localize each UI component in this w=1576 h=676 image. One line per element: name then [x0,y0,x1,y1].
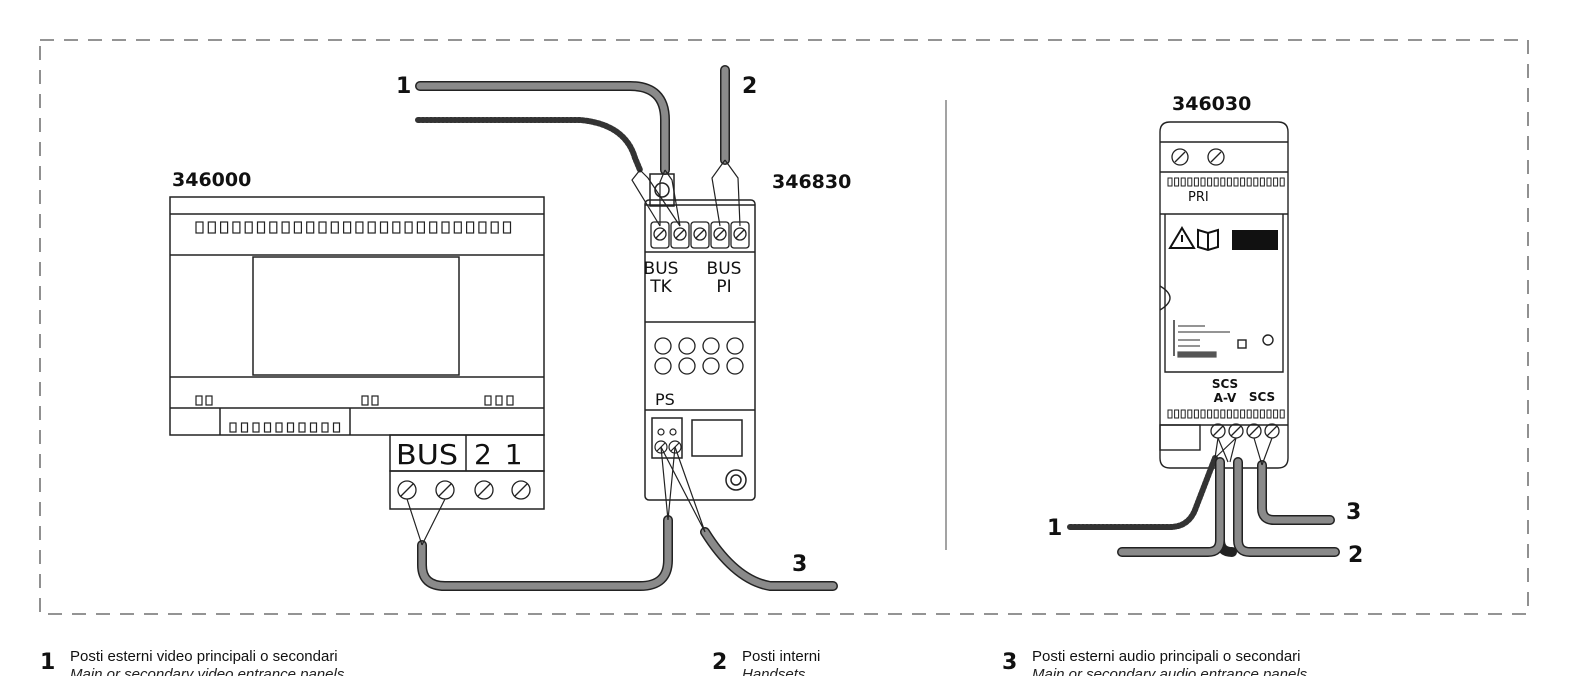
power-supply-code: 346030 [1172,93,1251,115]
legend-number: 3 [1002,650,1018,675]
legend-label: Posti esterni video principali o seconda… [70,648,338,665]
interface-status-leds [654,337,744,375]
interface-terminal-screws [650,221,750,249]
legend-label: Posti interni [742,648,821,665]
power-supply-bottom-slots [1167,409,1285,419]
warning-triangle-icon [1168,226,1196,249]
callout-right-3: 3 [1346,500,1361,525]
controller-code: 346000 [172,169,251,191]
legend-sublabel: Main or secondary video entrance panels [70,666,345,676]
power-supply-top-screws [1171,148,1225,166]
wires-right [1214,437,1273,466]
controller-vent-slots [195,221,514,433]
interface-ps-screws [654,428,682,454]
legend-label: Posti esterni audio principali o seconda… [1032,648,1301,665]
legend-item-3: 3 Posti esterni audio principali o secon… [1002,648,1542,676]
cables-right [1067,455,1340,557]
rating-plate-text [1177,325,1230,358]
interface-code: 346830 [772,171,851,193]
power-supply-bottom-screws [1210,423,1280,439]
callout-left-2: 2 [742,74,757,99]
manual-book-icon [1197,228,1219,252]
controller-346000 [169,196,545,510]
controller-21-label: 2 1 [474,438,525,471]
legend-item-1: 1 Posti esterni video principali o secon… [40,648,560,676]
cables-left [415,65,838,591]
legend-number: 1 [40,650,56,675]
power-supply-scs-label: SCS [1249,390,1275,404]
callout-left-3: 3 [792,552,807,577]
legend-number: 2 [712,650,728,675]
legend-sublabel: Main or secondary audio entrance panels [1032,666,1308,676]
controller-bus-label: BUS [396,438,458,471]
power-supply-pri-label: PRI [1188,190,1209,205]
callout-right-1: 1 [1047,516,1062,541]
callout-left-1: 1 [396,74,411,99]
legend-sublabel: Handsets [742,666,806,676]
controller-screws [397,480,531,500]
legend-item-2: 2 Posti interni Handsets [712,648,962,676]
power-supply-top-slots [1167,177,1285,187]
interface-ps-label: PS [655,390,675,409]
callout-right-2: 2 [1348,543,1363,568]
wires-left [406,159,741,546]
brand-logo [1232,230,1278,250]
diagram-frame [39,39,1529,615]
power-supply-346030 [1159,121,1289,469]
